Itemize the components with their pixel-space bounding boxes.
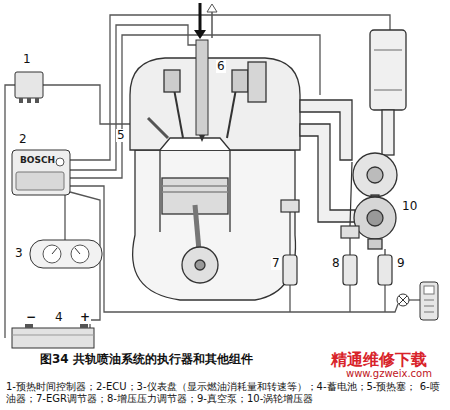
callout-number: 9 [396,257,406,270]
callout-number: 5 [116,129,126,142]
wire [5,85,15,338]
battery [12,324,94,348]
wire [349,285,350,312]
wire [64,195,65,240]
callout-number: 3 [14,247,24,260]
callout-number: 4 [54,311,64,324]
callout-number: 7 [271,257,281,270]
wiring [5,15,420,338]
watermark: 精通维修下载 [330,351,428,369]
injector [194,3,217,142]
callout-number: 2 [18,133,28,146]
pipes [300,30,406,222]
terminal-sign: + [79,311,91,324]
warning-lamp [397,294,409,306]
handset [420,282,438,320]
wire [409,299,420,300]
ecu-box [12,150,70,195]
glow-controller [15,72,43,103]
wire [384,285,385,312]
callout-number: 6 [216,60,226,73]
wire [70,15,390,160]
figure-title: 图34 共轨喷油系统的执行器和其他组件 [40,353,253,366]
engine [130,58,300,300]
terminal-sign: − [25,311,37,324]
callout-number: 1 [22,53,32,66]
brand-text: BOSCH [19,156,56,166]
callout-number: 10 [401,200,418,213]
wire [289,285,290,312]
figure-caption: 1-预热时间控制器；2-ECU；3-仪表盘（显示燃油消耗量和转速等）；4-蓄电池… [6,381,446,405]
watermark-url: www.gzweix.com [345,368,433,379]
dashboard [30,240,102,268]
actuators [281,162,392,285]
turbocharger [353,153,397,249]
callout-number: 8 [331,257,341,270]
